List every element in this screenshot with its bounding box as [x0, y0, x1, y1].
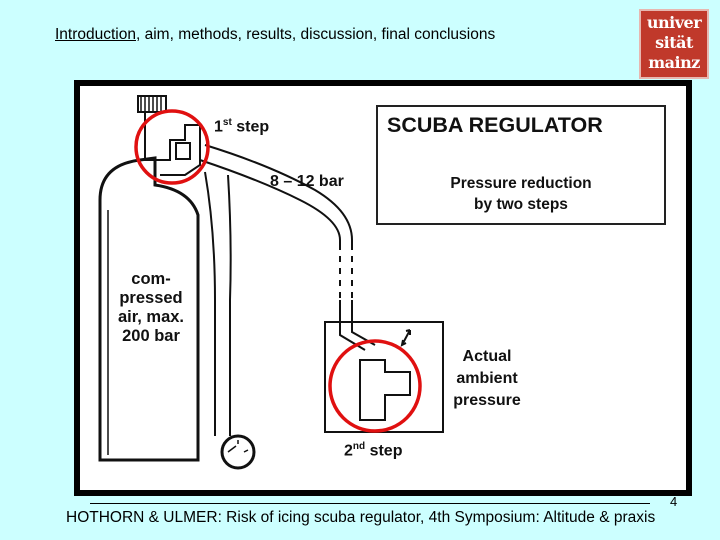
gauge-hose: [204, 171, 232, 420]
first-stage-highlight-circle: [134, 109, 210, 185]
logo-line-3: mainz: [648, 53, 700, 72]
ambient-line-3: pressure: [453, 392, 521, 409]
second-stage-body: [359, 359, 411, 421]
university-logo: univer sität mainz: [639, 9, 709, 79]
valve-cap: [137, 95, 167, 113]
air-tank: [98, 156, 200, 462]
first-step-pressure: 8 – 12 bar: [270, 173, 344, 190]
second-step-label: 2nd step: [344, 441, 402, 460]
first-step-suffix: st: [222, 117, 232, 128]
pressure-gauge-ticks: [227, 440, 249, 453]
ambient-line-1: Actual: [462, 348, 512, 365]
tank-label-line-4: 200 bar: [122, 327, 180, 345]
page-number: 4: [670, 494, 678, 509]
pressure-gauge: [220, 434, 256, 470]
figure-panel: [80, 86, 686, 490]
pressure-arrow-icon: [400, 329, 411, 347]
second-step-suffix: nd: [352, 441, 366, 452]
second-step-number: 2: [344, 442, 353, 460]
title-box: [376, 105, 666, 225]
first-stage-port: [175, 142, 191, 160]
ambient-line-2: ambient: [456, 370, 518, 387]
subtitle-line-1: Pressure reduction: [450, 175, 592, 192]
diagram-title: SCUBA REGULATOR: [387, 113, 603, 137]
medium-pressure-hose: [199, 144, 353, 310]
tank-label-line-1: com-: [131, 270, 171, 288]
subtitle-line-2: by two steps: [474, 196, 568, 213]
second-stage-highlight-circle: [328, 339, 422, 433]
section-navigation: Introduction, aim, methods, results, dis…: [55, 26, 495, 44]
second-step-word: step: [365, 442, 403, 460]
first-step-number: 1: [214, 118, 223, 136]
first-step-label: 1st step: [214, 117, 269, 136]
ambient-box: [324, 321, 444, 433]
footer-citation: HOTHORN & ULMER: Risk of icing scuba reg…: [66, 509, 656, 526]
nav-current-section: Introduction: [55, 26, 136, 43]
diagram-subtitle: Pressure reduction by two steps: [376, 173, 666, 215]
ambient-pressure-label: Actual ambient pressure: [444, 346, 530, 412]
footer-divider: [90, 503, 650, 504]
logo-line-1: univer: [646, 13, 702, 32]
valve-grip: [140, 96, 162, 112]
tank-label-line-3: air, max.: [117, 308, 185, 326]
tank-label: com- pressed air, max. 200 bar: [106, 270, 196, 346]
nav-other-sections: , aim, methods, results, discussion, fin…: [136, 26, 496, 43]
tank-label-line-2: pressed: [119, 289, 183, 307]
first-step-word: step: [231, 118, 270, 136]
gauge-connector: [214, 420, 231, 436]
logo-line-2: sität: [655, 33, 693, 52]
first-stage-body: [144, 112, 201, 176]
hose-dash-segment: [339, 250, 353, 300]
